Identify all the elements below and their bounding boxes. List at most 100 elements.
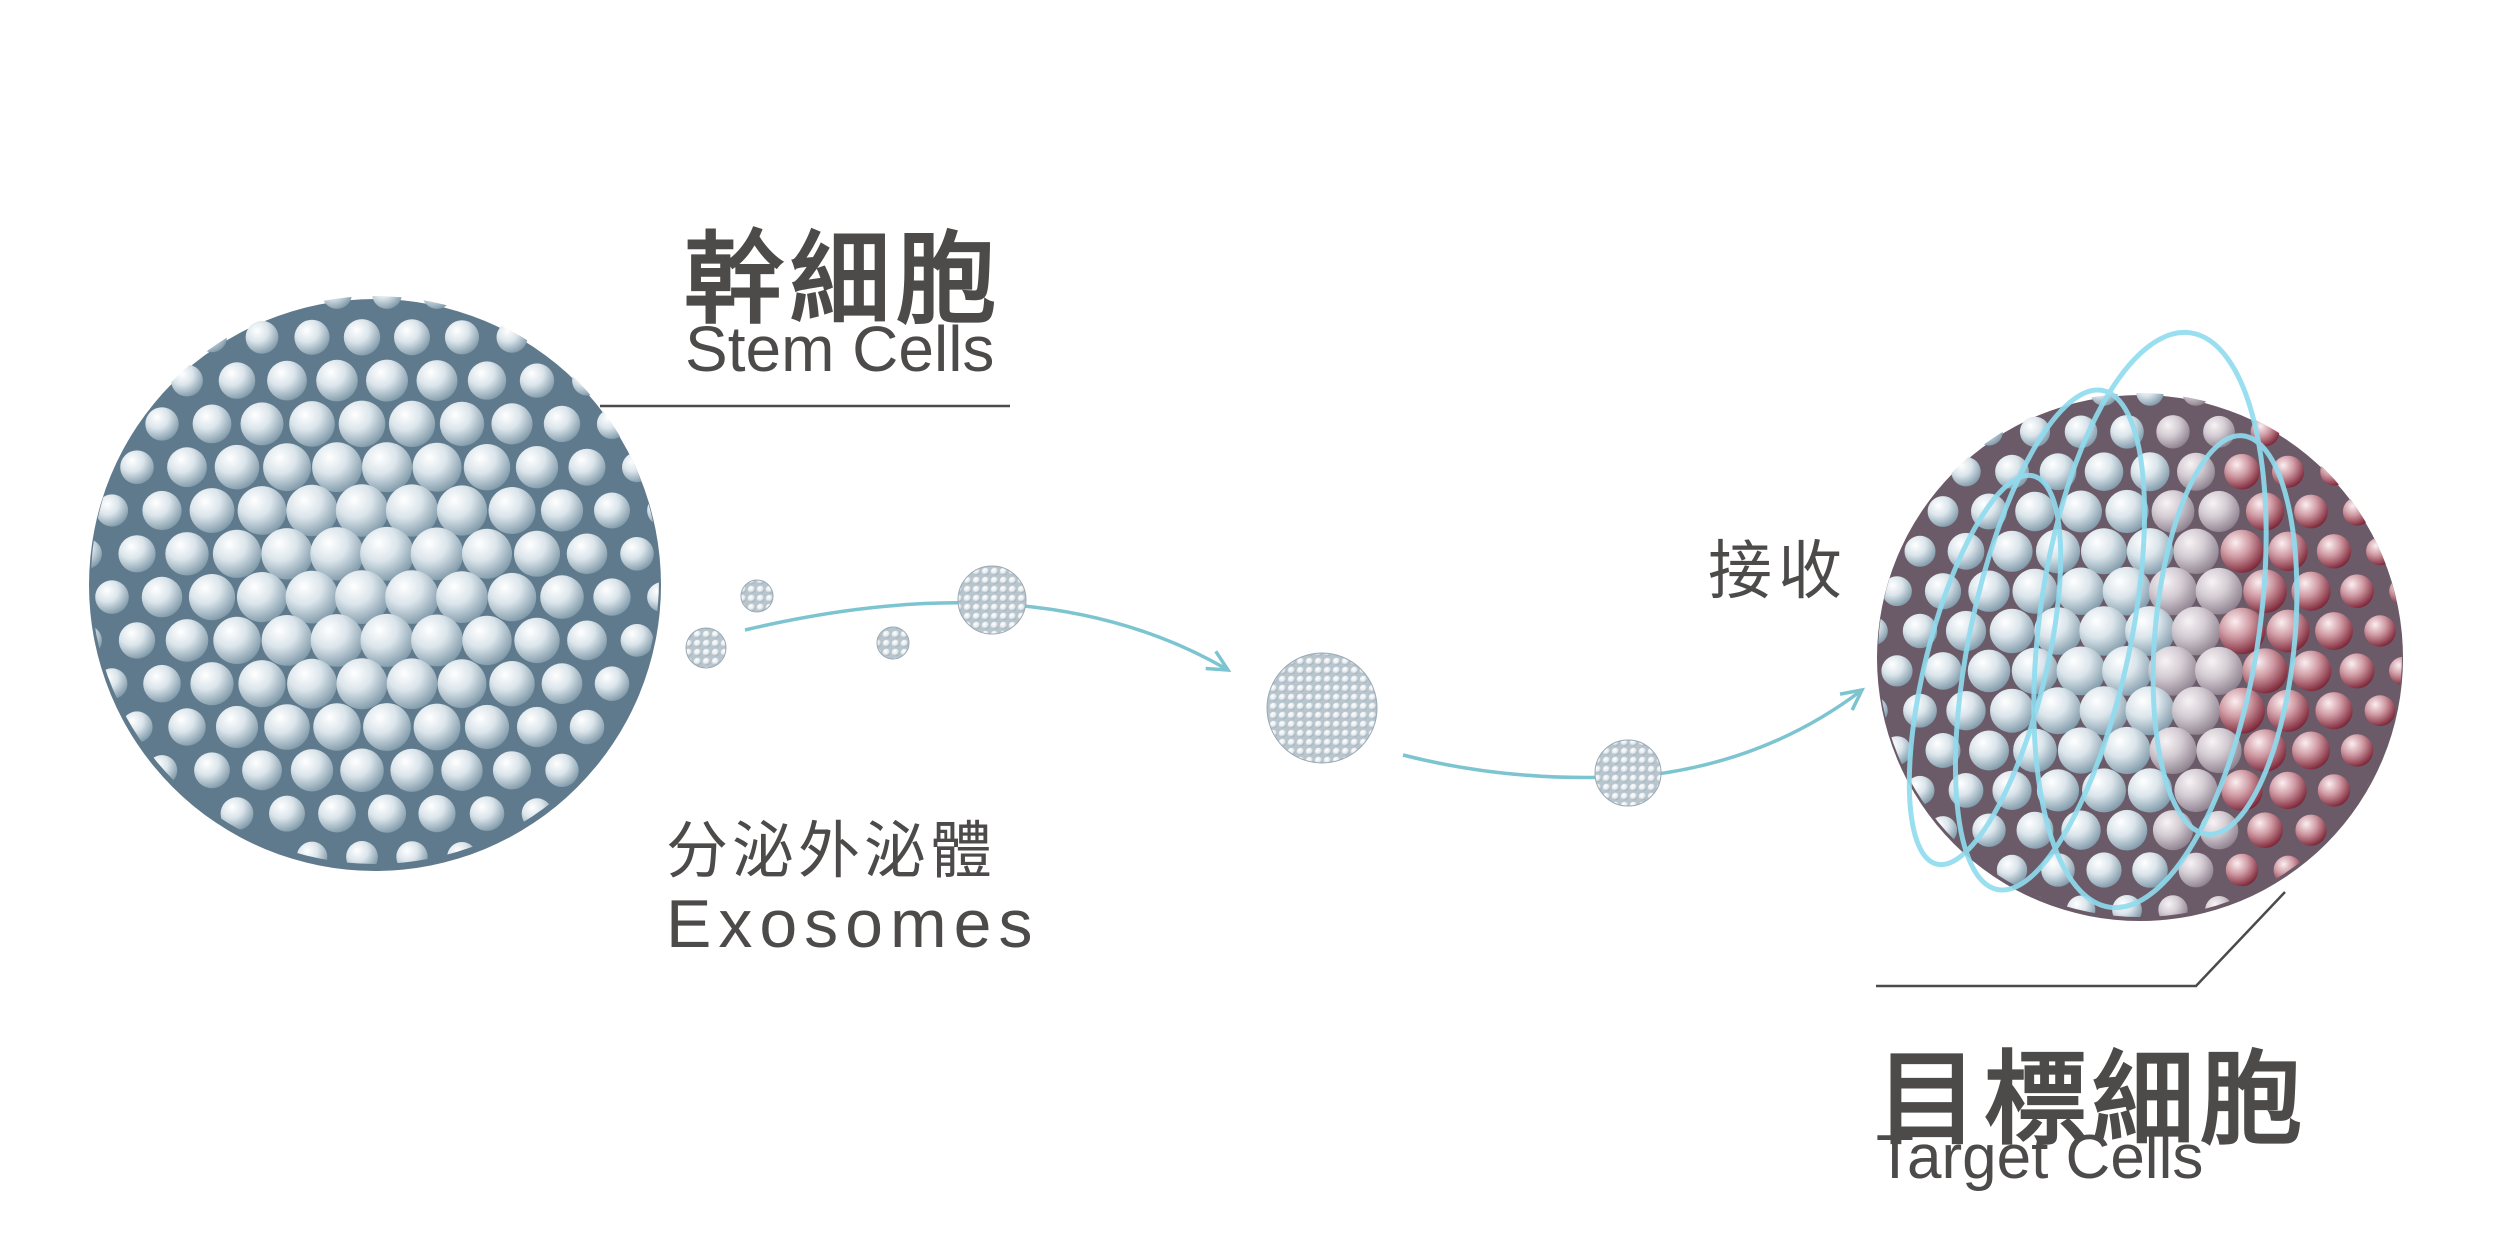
cell-bead	[647, 495, 659, 526]
cell-bead	[165, 532, 209, 576]
cell-bead	[410, 527, 464, 581]
cell-bead	[296, 841, 328, 864]
cell-bead	[2316, 534, 2352, 569]
cell-bead	[312, 442, 362, 493]
cell-bead	[212, 529, 262, 578]
cell-bead	[411, 614, 463, 667]
cell-bead	[294, 319, 330, 355]
cell-bead	[2057, 727, 2105, 774]
cell-bead	[335, 570, 389, 624]
cell-bead	[316, 359, 358, 402]
cell-bead	[240, 402, 284, 446]
cell-bead	[287, 658, 337, 709]
cell-bead	[335, 484, 389, 537]
cell-bead	[264, 704, 310, 750]
cell-bead	[2247, 812, 2283, 848]
cell-bead	[142, 490, 182, 531]
reception-ring	[2031, 329, 2269, 911]
cell-bead	[569, 709, 605, 745]
cell-bead	[367, 794, 407, 833]
cell-bead	[2081, 528, 2127, 575]
cell-bead	[2195, 567, 2243, 615]
cell-bead	[441, 749, 483, 791]
cell-bead	[422, 296, 452, 309]
cell-bead	[390, 748, 434, 792]
cell-bead	[2034, 687, 2082, 735]
cell-bead	[165, 619, 209, 662]
cell-bead	[2340, 574, 2374, 608]
cell-bead	[436, 485, 488, 536]
cell-bead	[2105, 489, 2149, 534]
cell-bead	[2132, 852, 2168, 888]
exosomes-label-en: Exosomes	[666, 886, 1040, 962]
exosome-particles	[685, 565, 1929, 807]
cell-bead	[2195, 646, 2243, 695]
cell-bead	[192, 404, 232, 444]
cell-bead	[2127, 768, 2173, 813]
exosome-particle	[1594, 739, 1662, 807]
cell-bead	[496, 321, 528, 353]
cell-bead	[310, 527, 364, 581]
stem-cells-label-zh: 幹細胞	[684, 221, 1002, 338]
cell-bead	[2268, 531, 2308, 571]
cell-bead	[436, 571, 488, 623]
cell-bead	[1991, 530, 2033, 572]
exosome-particle	[876, 626, 910, 660]
cell-bead	[338, 400, 386, 448]
cell-bead	[596, 408, 628, 439]
cell-bead	[2066, 895, 2096, 917]
cell-bead	[168, 708, 206, 746]
cell-bead	[620, 624, 654, 657]
cell-bead	[263, 443, 311, 492]
cell-bead	[2364, 615, 2396, 647]
cell-bead	[91, 538, 102, 569]
cell-bead	[1904, 535, 1936, 567]
cell-bead	[514, 617, 560, 664]
cell-bead	[1878, 617, 1888, 645]
cell-bead	[2015, 491, 2055, 532]
cell-bead	[488, 487, 536, 534]
cell-bead	[2086, 852, 2122, 888]
cell-bead	[267, 360, 307, 401]
cell-bead	[622, 452, 652, 483]
cell-bead	[418, 795, 456, 833]
cell-bead	[366, 359, 408, 402]
cell-bead	[1924, 652, 1962, 690]
cell-bead	[516, 706, 558, 748]
cell-bead	[1951, 457, 1981, 487]
cell-bead	[261, 615, 313, 666]
cell-bead	[188, 574, 236, 621]
cell-bead	[218, 362, 256, 399]
cell-bead	[437, 659, 487, 709]
cell-bead	[2130, 452, 2170, 492]
cell-bead	[286, 484, 338, 537]
cell-bead	[540, 489, 584, 532]
cell-bead	[464, 704, 510, 750]
reception-rings	[1906, 329, 2300, 911]
cell-bead	[290, 749, 334, 792]
cell-bead	[2174, 768, 2218, 813]
cell-bead	[2158, 895, 2188, 917]
cell-bead	[1882, 576, 1912, 607]
cell-bead	[2171, 686, 2221, 735]
cell-bead	[394, 319, 430, 356]
cell-bead	[215, 705, 259, 749]
stem-cell-sphere	[89, 296, 661, 871]
cell-bead	[1946, 691, 1986, 731]
cell-bead	[310, 614, 364, 667]
cell-bead	[1947, 532, 1985, 570]
exosome-particle	[685, 627, 727, 669]
cell-bead	[167, 447, 207, 488]
cell-bead	[313, 703, 361, 751]
cell-bead	[386, 658, 438, 709]
cell-bead	[540, 575, 584, 619]
cell-bead	[189, 488, 235, 533]
cell-bead	[1967, 649, 2011, 693]
cell-bead	[318, 794, 356, 833]
cell-bead	[213, 616, 261, 665]
cell-bead	[238, 660, 286, 708]
cell-bead	[2290, 650, 2332, 692]
cell-bead	[143, 664, 181, 703]
target-cells-label-zh: 目標細胞	[1876, 1041, 2308, 1160]
